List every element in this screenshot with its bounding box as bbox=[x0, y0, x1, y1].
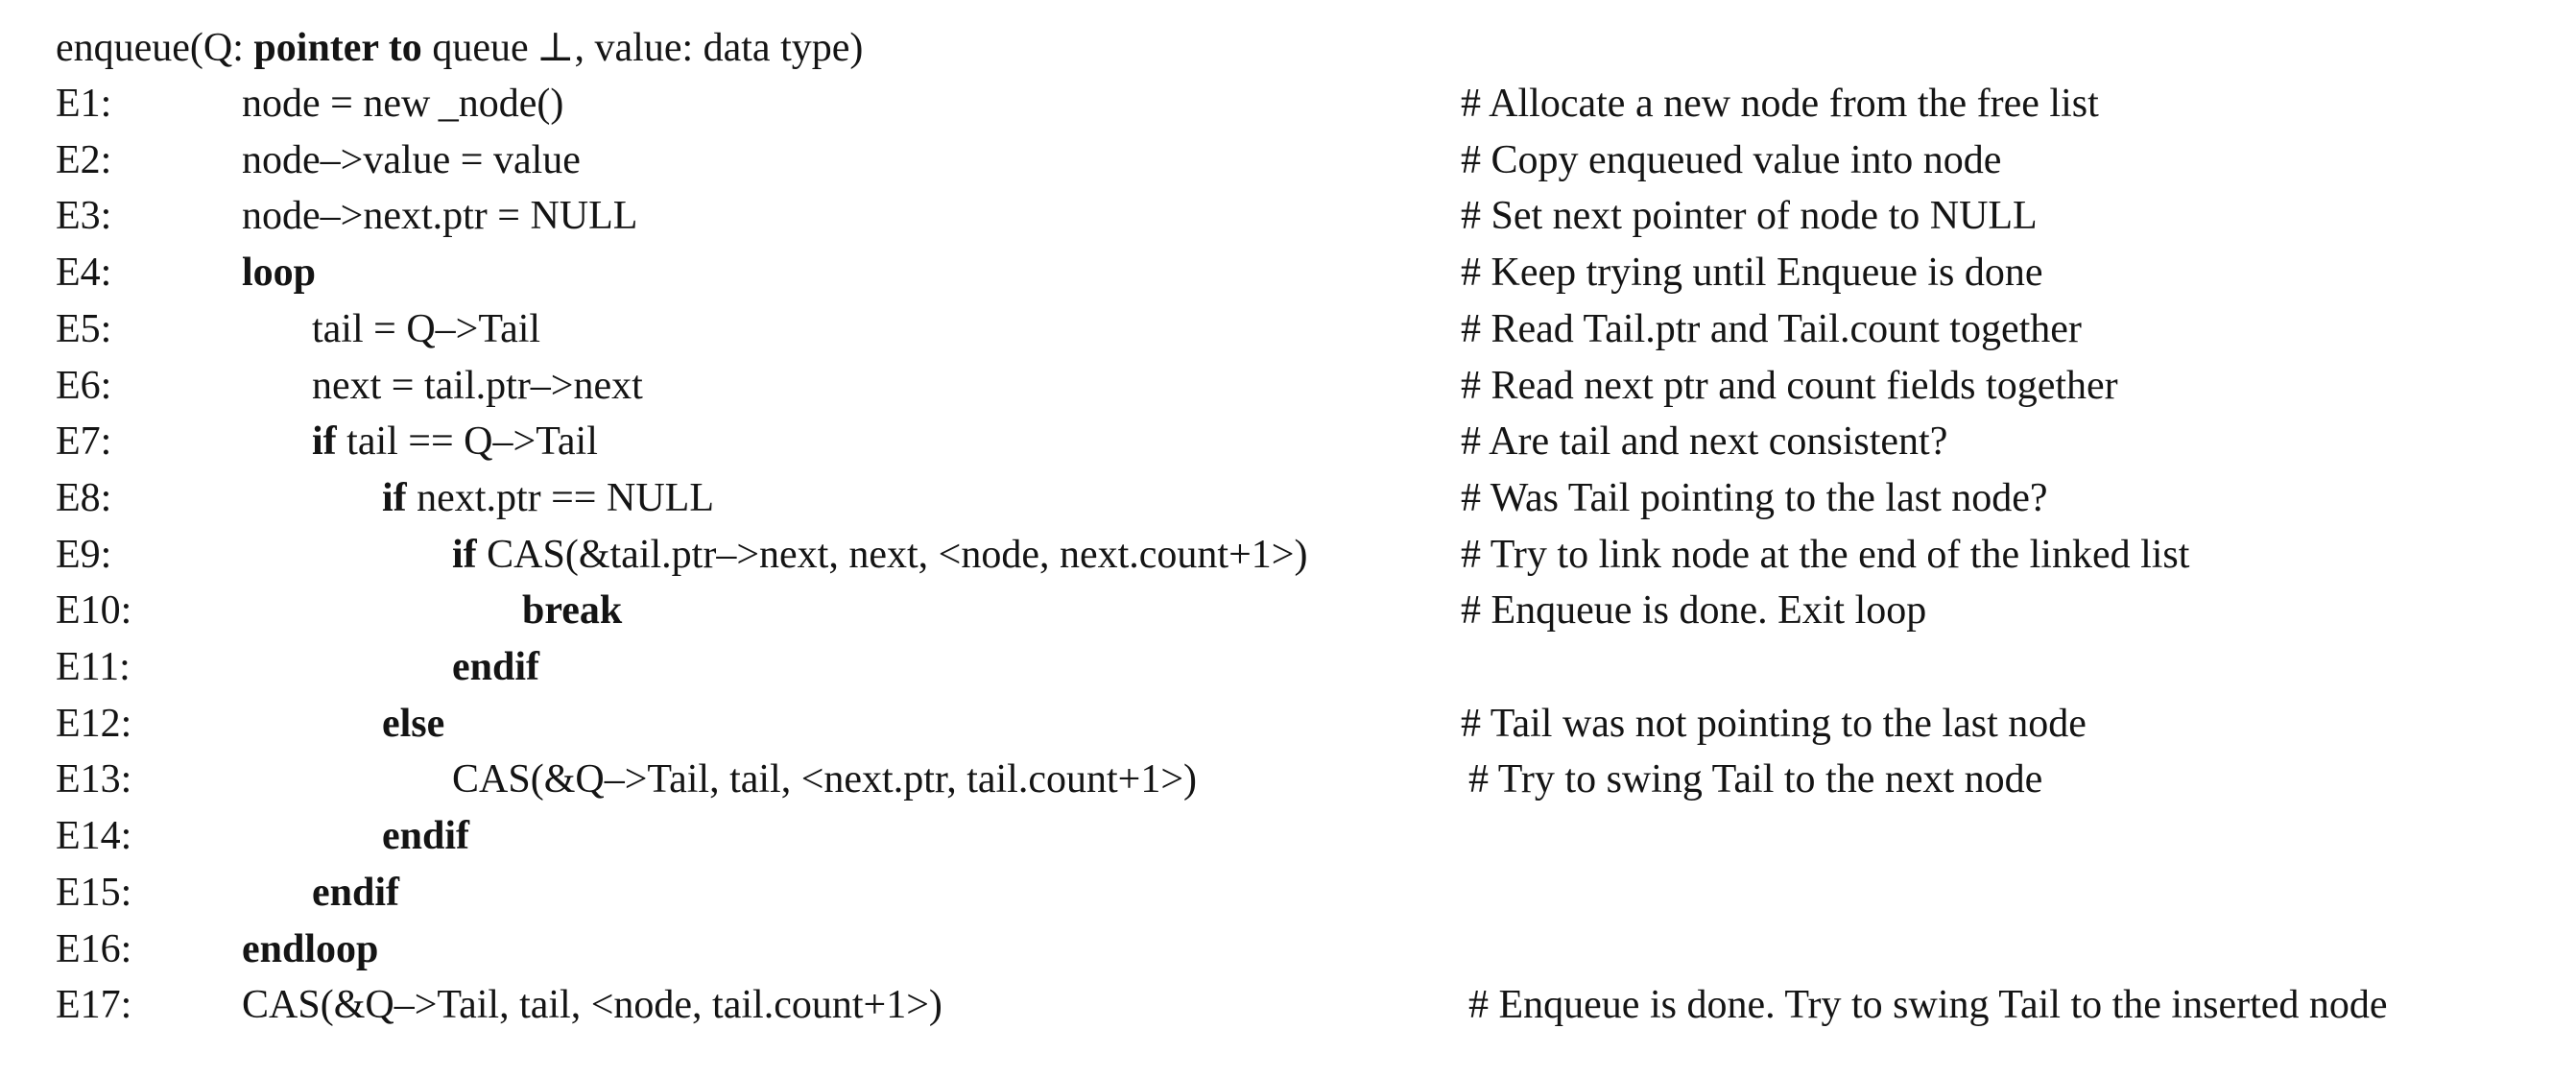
keyword: break bbox=[522, 588, 623, 634]
code-text: node = new _node() bbox=[242, 82, 564, 126]
line-label: E6: bbox=[56, 363, 112, 408]
line-code: node = new _node() bbox=[242, 75, 563, 132]
line-code: break bbox=[522, 582, 622, 639]
line-code: else bbox=[382, 695, 444, 753]
line-comment: # Copy enqueued value into node bbox=[1461, 137, 2002, 182]
line-comment: # Try to link node at the end of the lin… bbox=[1461, 532, 2190, 577]
line-label: E13: bbox=[56, 757, 132, 802]
algorithm-line: E9: if CAS(&tail.ptr–>next, next, <node, … bbox=[0, 526, 2576, 584]
line-comment: # Try to swing Tail to the next node bbox=[1468, 757, 2043, 802]
function-name: enqueue(Q: bbox=[56, 26, 244, 70]
code-text: CAS(&Q–>Tail, tail, <node, tail.count+1>… bbox=[242, 983, 942, 1028]
parameter-types: queue ⊥, value: data type) bbox=[432, 26, 864, 70]
function-signature: enqueue(Q: pointer to queue ⊥, value: da… bbox=[56, 19, 863, 77]
line-label: E9: bbox=[56, 532, 112, 577]
line-code: if next.ptr == NULL bbox=[382, 469, 714, 527]
line-label: E17: bbox=[56, 983, 132, 1028]
line-code: CAS(&Q–>Tail, tail, <next.ptr, tail.coun… bbox=[452, 751, 1197, 808]
line-code: node–>next.ptr = NULL bbox=[242, 187, 637, 245]
algorithm-line: E6: next = tail.ptr–>next # Read next ptr … bbox=[0, 357, 2576, 415]
algorithm-line: E8: if next.ptr == NULL # Was Tail pointin… bbox=[0, 469, 2576, 527]
pointer-to-keyword: pointer to bbox=[253, 26, 422, 70]
keyword: endif bbox=[312, 870, 400, 915]
line-code: if tail == Q–>Tail bbox=[312, 413, 598, 470]
line-label: E7: bbox=[56, 419, 112, 465]
algorithm-line: E16: endloop bbox=[0, 921, 2576, 978]
line-code: endif bbox=[382, 807, 469, 865]
keyword: loop bbox=[242, 251, 317, 296]
algorithm-line: E12: else # Tail was not pointing to the l… bbox=[0, 695, 2576, 753]
line-code: tail = Q–>Tail bbox=[312, 300, 540, 358]
algorithm-line: E2: node–>value = value # Copy enqueued va… bbox=[0, 132, 2576, 189]
line-comment: # Enqueue is done. Try to swing Tail to … bbox=[1468, 983, 2388, 1028]
algorithm-line: E3: node–>next.ptr = NULL # Set next point… bbox=[0, 187, 2576, 245]
line-comment: # Are tail and next consistent? bbox=[1461, 419, 1948, 465]
line-comment: # Allocate a new node from the free list bbox=[1461, 82, 2099, 126]
line-label: E10: bbox=[56, 588, 132, 634]
line-comment: # Read Tail.ptr and Tail.count together bbox=[1461, 306, 2082, 351]
line-label: E4: bbox=[56, 251, 112, 296]
code-text: CAS(&tail.ptr–>next, next, <node, next.c… bbox=[476, 532, 1308, 577]
code-text: next = tail.ptr–>next bbox=[312, 363, 643, 408]
line-label: E15: bbox=[56, 870, 132, 915]
line-label: E1: bbox=[56, 82, 112, 126]
algorithm-line: E11: endif bbox=[0, 638, 2576, 696]
keyword: if bbox=[312, 419, 337, 465]
line-code: loop bbox=[242, 244, 316, 301]
line-code: endif bbox=[312, 864, 399, 921]
code-text: node–>value = value bbox=[242, 137, 581, 182]
line-code: node–>value = value bbox=[242, 132, 581, 189]
algorithm-line: E10: break # Enqueue is done. Exit loop bbox=[0, 582, 2576, 639]
algorithm-line: E4: loop # Keep trying until Enqueue is do… bbox=[0, 244, 2576, 301]
line-comment: # Read next ptr and count fields togethe… bbox=[1461, 363, 2118, 408]
line-code: next = tail.ptr–>next bbox=[312, 357, 643, 415]
line-code: endloop bbox=[242, 921, 378, 978]
line-label: E2: bbox=[56, 137, 112, 182]
line-label: E3: bbox=[56, 194, 112, 239]
line-label: E16: bbox=[56, 926, 132, 971]
code-text: node–>next.ptr = NULL bbox=[242, 194, 638, 239]
line-comment: # Keep trying until Enqueue is done bbox=[1461, 251, 2043, 296]
algorithm-line: E7: if tail == Q–>Tail # Are tail and next… bbox=[0, 413, 2576, 470]
algorithm-line: E17: CAS(&Q–>Tail, tail, <node, tail.coun… bbox=[0, 976, 2576, 1034]
line-label: E12: bbox=[56, 701, 132, 746]
code-text: tail = Q–>Tail bbox=[312, 306, 541, 351]
algorithm-line: E15: endif bbox=[0, 864, 2576, 921]
line-label: E8: bbox=[56, 475, 112, 520]
line-comment: # Tail was not pointing to the last node bbox=[1461, 701, 2087, 746]
keyword: endif bbox=[452, 645, 540, 689]
line-code: CAS(&Q–>Tail, tail, <node, tail.count+1>… bbox=[242, 976, 942, 1034]
algorithm-line: E5: tail = Q–>Tail # Read Tail.ptr and Tai… bbox=[0, 300, 2576, 358]
line-label: E11: bbox=[56, 645, 131, 689]
code-text: tail == Q–>Tail bbox=[336, 419, 598, 465]
keyword: else bbox=[382, 701, 445, 746]
line-code: if CAS(&tail.ptr–>next, next, <node, nex… bbox=[452, 526, 1307, 584]
keyword: if bbox=[452, 532, 477, 577]
algorithm-line: E13: CAS(&Q–>Tail, tail, <next.ptr, tail.… bbox=[0, 751, 2576, 808]
line-label: E14: bbox=[56, 814, 132, 859]
keyword: endif bbox=[382, 814, 470, 859]
line-comment: # Set next pointer of node to NULL bbox=[1461, 194, 2038, 239]
algorithm-line: E1: node = new _node() # Allocate a new no… bbox=[0, 75, 2576, 132]
code-text: CAS(&Q–>Tail, tail, <next.ptr, tail.coun… bbox=[452, 757, 1198, 802]
algorithm-line: E14: endif bbox=[0, 807, 2576, 865]
line-code: endif bbox=[452, 638, 539, 696]
line-label: E5: bbox=[56, 306, 112, 351]
line-comment: # Enqueue is done. Exit loop bbox=[1461, 588, 1927, 634]
keyword: endloop bbox=[242, 926, 379, 971]
line-comment: # Was Tail pointing to the last node? bbox=[1461, 475, 2048, 520]
code-text: next.ptr == NULL bbox=[406, 475, 714, 520]
keyword: if bbox=[382, 475, 407, 520]
